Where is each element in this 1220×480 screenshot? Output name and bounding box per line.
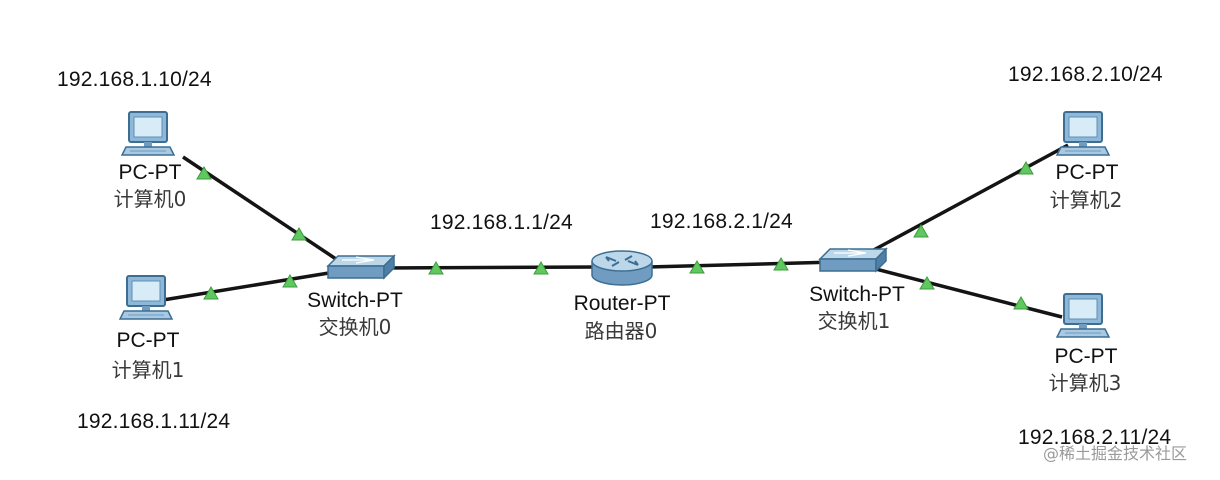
pc3-name-label: 计算机3 — [1048, 371, 1122, 395]
desktop-pc-icon[interactable] — [1056, 111, 1110, 156]
desktop-pc-icon[interactable] — [1056, 293, 1110, 338]
link-up-indicator — [919, 276, 935, 290]
links-group — [162, 143, 1069, 319]
link-up-indicator — [913, 224, 929, 238]
link-switch1-pc2 — [869, 143, 1069, 254]
router-right-ip-label: 192.168.2.1/24 — [650, 210, 793, 233]
link-up-indicator — [689, 260, 705, 274]
link-up-indicator — [773, 257, 789, 271]
switch-icon[interactable] — [819, 248, 887, 272]
pc0-type-label: PC-PT — [118, 161, 182, 184]
pc2-type-label: PC-PT — [1055, 161, 1119, 184]
pc1-ip-label: 192.168.1.11/24 — [77, 410, 231, 433]
switch1-type-label: Switch-PT — [809, 283, 905, 306]
pc1-name-label: 计算机1 — [111, 358, 185, 382]
link-indicators-group — [196, 161, 1034, 310]
pc3-type-label: PC-PT — [1054, 345, 1118, 368]
router0-name-label: 路由器0 — [584, 319, 658, 343]
switch0-type-label: Switch-PT — [307, 289, 403, 312]
switch-icon[interactable] — [327, 255, 395, 279]
switch1-name-label: 交换机1 — [817, 309, 891, 333]
link-pc0-switch0 — [182, 155, 346, 267]
link-up-indicator — [1018, 161, 1034, 175]
pc2-name-label: 计算机2 — [1049, 188, 1123, 212]
pc1-type-label: PC-PT — [116, 329, 180, 352]
link-up-indicator — [428, 261, 444, 275]
switch0-name-label: 交换机0 — [318, 315, 392, 339]
pc0-name-label: 计算机0 — [113, 187, 187, 211]
pc3-ip-label: 192.168.2.11/24 — [1018, 426, 1172, 449]
link-pc1-switch0 — [162, 270, 336, 302]
pc0-ip-label: 192.168.1.10/24 — [57, 68, 212, 91]
link-switch1-pc3 — [871, 266, 1063, 319]
desktop-pc-icon[interactable] — [121, 111, 175, 156]
pc2-ip-label: 192.168.2.10/24 — [1008, 63, 1163, 86]
desktop-pc-icon[interactable] — [119, 275, 173, 320]
link-up-indicator — [533, 261, 549, 275]
link-up-indicator — [1013, 296, 1029, 310]
link-up-indicator — [203, 286, 219, 300]
link-router0-switch1 — [647, 260, 837, 269]
router-icon[interactable] — [591, 250, 653, 286]
link-up-indicator — [282, 274, 298, 288]
link-up-indicator — [196, 166, 212, 180]
router0-type-label: Router-PT — [573, 292, 671, 315]
link-up-indicator — [291, 227, 307, 241]
router-left-ip-label: 192.168.1.1/24 — [430, 211, 573, 234]
watermark-text: @稀土掘金技术社区 — [1043, 444, 1188, 463]
link-switch0-router0 — [379, 265, 599, 270]
